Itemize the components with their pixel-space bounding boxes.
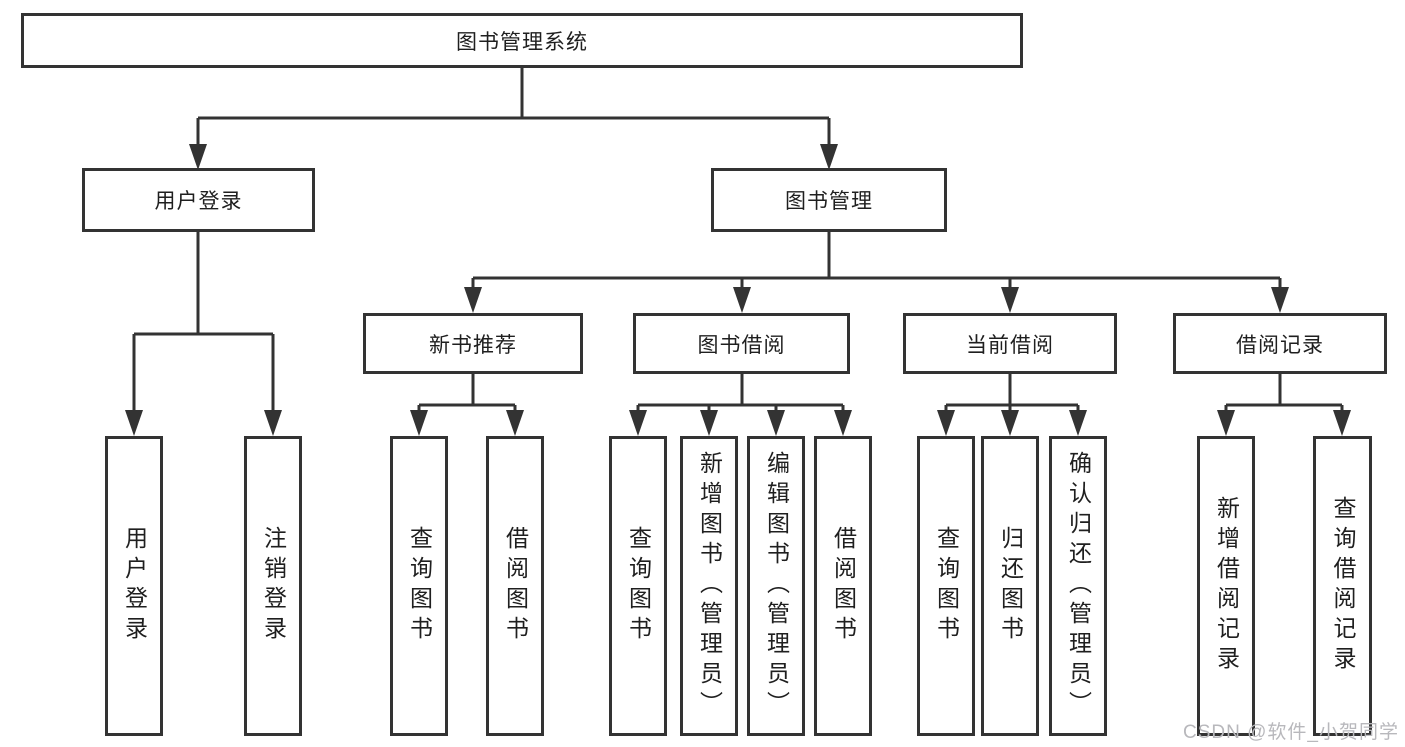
leaf-add-borrow-record: 新增借阅记录 bbox=[1197, 436, 1255, 736]
leaf-recommend-borrow-books: 借阅图书 bbox=[486, 436, 544, 736]
node-library-system: 图书管理系统 bbox=[21, 13, 1023, 68]
node-current-borrowing-label: 当前借阅 bbox=[966, 333, 1054, 357]
node-new-book-recommend: 新书推荐 bbox=[363, 313, 583, 374]
leaf-borrowing-borrow-books-label: 借阅图书 bbox=[830, 526, 857, 646]
node-borrow-records-label: 借阅记录 bbox=[1236, 333, 1324, 357]
leaf-recommend-query-books-label: 查询图书 bbox=[406, 526, 433, 646]
leaf-query-borrow-record-label: 查询借阅记录 bbox=[1330, 496, 1356, 676]
leaf-logout-label: 注销登录 bbox=[260, 526, 287, 646]
node-user-login: 用户登录 bbox=[82, 168, 315, 232]
leaf-add-books-admin-label: 新增图书（管理员） bbox=[696, 451, 723, 721]
leaf-user-login-label: 用户登录 bbox=[121, 526, 148, 646]
leaf-logout: 注销登录 bbox=[244, 436, 302, 736]
leaf-return-books-label: 归还图书 bbox=[997, 526, 1024, 646]
watermark: CSDN @软件_小贺同学 bbox=[1183, 722, 1399, 743]
node-book-management-label: 图书管理 bbox=[785, 190, 873, 213]
node-book-borrowing-label: 图书借阅 bbox=[697, 333, 786, 357]
leaf-current-query-books: 查询图书 bbox=[917, 436, 975, 736]
leaf-add-borrow-record-label: 新增借阅记录 bbox=[1213, 496, 1240, 676]
leaf-borrowing-borrow-books: 借阅图书 bbox=[814, 436, 872, 736]
node-book-management: 图书管理 bbox=[711, 168, 947, 232]
node-library-system-label: 图书管理系统 bbox=[456, 30, 588, 54]
leaf-confirm-return-admin-label: 确认归还（管理员） bbox=[1065, 451, 1092, 721]
leaf-recommend-query-books: 查询图书 bbox=[390, 436, 448, 736]
leaf-borrowing-query-books: 查询图书 bbox=[609, 436, 667, 736]
node-book-borrowing: 图书借阅 bbox=[633, 313, 850, 374]
leaf-edit-books-admin: 编辑图书（管理员） bbox=[747, 436, 805, 736]
leaf-query-borrow-record: 查询借阅记录 bbox=[1313, 436, 1372, 736]
leaf-add-books-admin: 新增图书（管理员） bbox=[680, 436, 738, 736]
leaf-borrowing-query-books-label: 查询图书 bbox=[625, 526, 652, 646]
leaf-recommend-borrow-books-label: 借阅图书 bbox=[502, 526, 529, 646]
leaf-return-books: 归还图书 bbox=[981, 436, 1039, 736]
node-borrow-records: 借阅记录 bbox=[1173, 313, 1387, 374]
node-new-book-recommend-label: 新书推荐 bbox=[429, 333, 517, 357]
node-user-login-label: 用户登录 bbox=[154, 190, 243, 213]
leaf-edit-books-admin-label: 编辑图书（管理员） bbox=[763, 451, 790, 721]
leaf-confirm-return-admin: 确认归还（管理员） bbox=[1049, 436, 1107, 736]
leaf-current-query-books-label: 查询图书 bbox=[933, 526, 960, 646]
leaf-user-login: 用户登录 bbox=[105, 436, 163, 736]
node-current-borrowing: 当前借阅 bbox=[903, 313, 1117, 374]
